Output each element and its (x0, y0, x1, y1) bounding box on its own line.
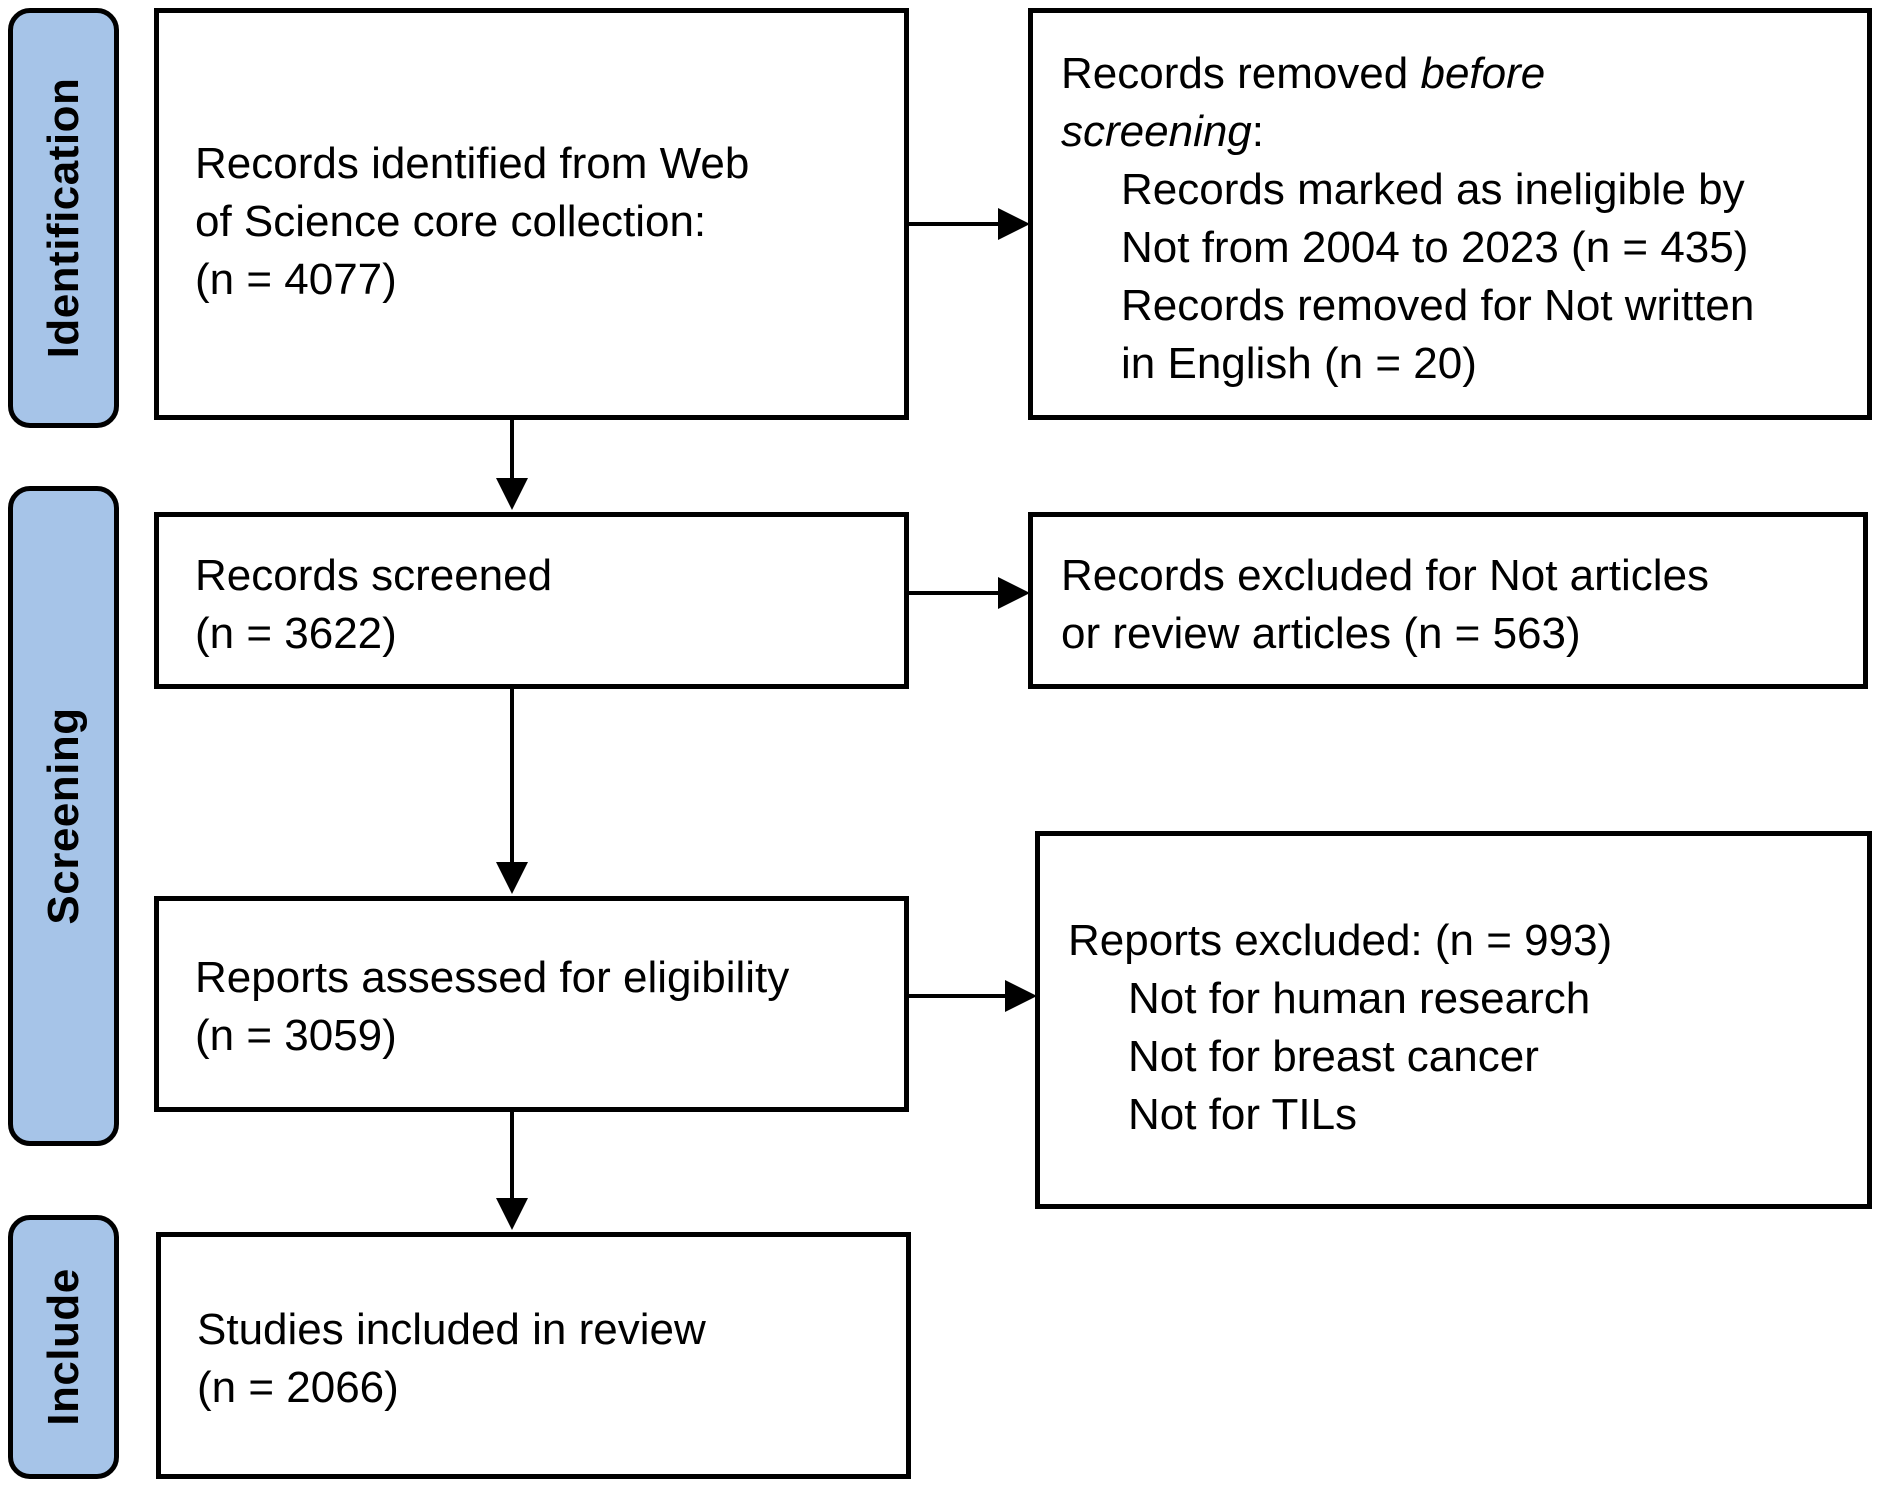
phase-identification: Identification (8, 8, 119, 428)
box-reports-excluded: Reports excluded: (n = 993) Not for huma… (1035, 831, 1872, 1209)
screened-line-1: Records screened (195, 551, 553, 600)
reports-excluded-item-3: Not for TILs (1128, 1090, 1358, 1139)
phase-include: Include (8, 1215, 119, 1479)
reports-excluded-item-2: Not for breast cancer (1128, 1032, 1539, 1081)
box-reports-assessed: Reports assessed for eligibility (n = 30… (154, 896, 909, 1112)
excluded-type-line-2: or review articles (n = 563) (1061, 609, 1581, 658)
phase-screening: Screening (8, 486, 119, 1146)
reports-excluded-heading: Reports excluded: (n = 993) (1068, 916, 1613, 965)
removed-heading-line-2: screening: (1061, 107, 1265, 156)
assessed-line-2: (n = 3059) (195, 1011, 397, 1060)
box-records-removed-before-screening: Records removed before screening: Record… (1028, 8, 1872, 420)
included-line-1: Studies included in review (197, 1305, 706, 1354)
excluded-type-line-1: Records excluded for Not articles (1061, 551, 1710, 600)
assessed-line-1: Reports assessed for eligibility (195, 953, 790, 1002)
identified-line-1: Records identified from Web (195, 139, 750, 188)
removed-heading-line-1: Records removed before (1061, 49, 1546, 98)
removed-item-4: in English (n = 20) (1121, 339, 1477, 388)
removed-item-3: Records removed for Not written (1121, 281, 1755, 330)
prisma-flow-diagram: Identification Screening Include Records… (8, 8, 1872, 1479)
box-records-screened: Records screened (n = 3622) (154, 512, 909, 689)
box-records-identified: Records identified from Web of Science c… (154, 8, 909, 420)
included-line-2: (n = 2066) (197, 1363, 399, 1412)
screened-line-2: (n = 3622) (195, 609, 397, 658)
identified-line-2: of Science core collection: (195, 197, 707, 246)
removed-item-2: Not from 2004 to 2023 (n = 435) (1121, 223, 1749, 272)
box-records-excluded-type: Records excluded for Not articles or rev… (1028, 512, 1868, 689)
removed-item-1: Records marked as ineligible by (1121, 165, 1745, 214)
identified-line-3: (n = 4077) (195, 255, 397, 304)
reports-excluded-item-1: Not for human research (1128, 974, 1591, 1023)
box-studies-included: Studies included in review (n = 2066) (156, 1232, 911, 1479)
flow-arrows (496, 208, 1037, 1230)
